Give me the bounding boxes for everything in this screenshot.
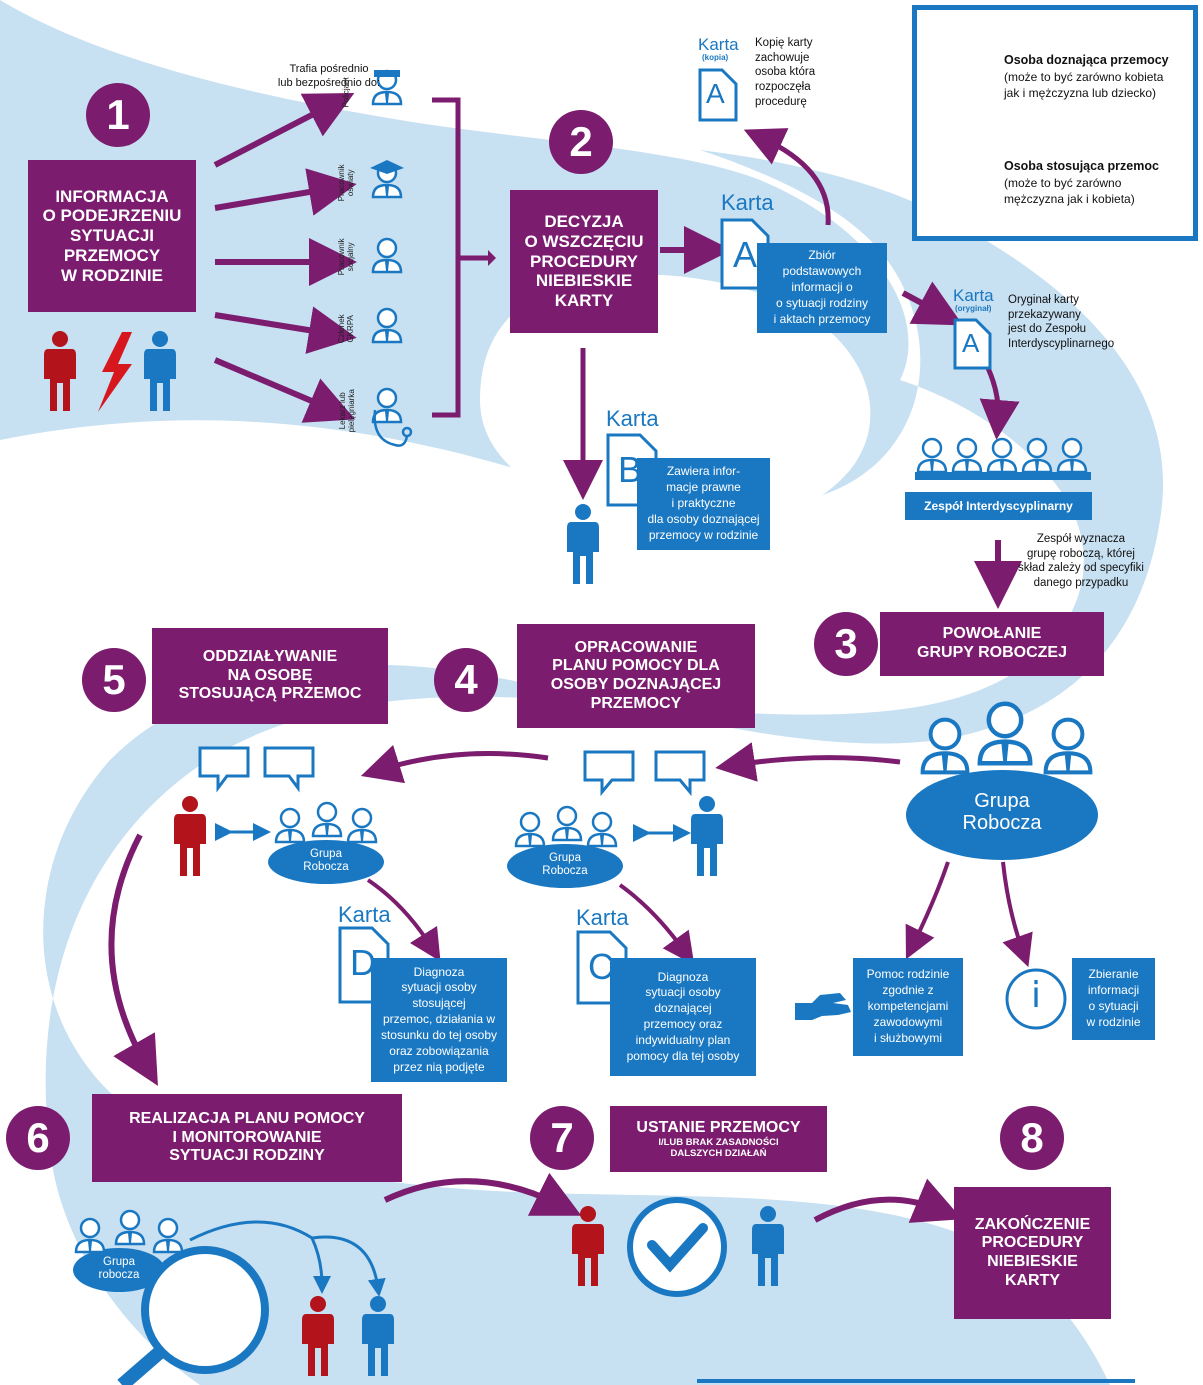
step-5-number: 5 bbox=[82, 648, 146, 712]
karta-d-label: Karta bbox=[338, 902, 391, 927]
karta-c-description: Diagnoza sytuacji osoby doznającej przem… bbox=[610, 958, 756, 1076]
victim-icon-s1 bbox=[144, 331, 176, 411]
zespol-members-icon bbox=[916, 437, 1088, 474]
grupa-s5-members-icon bbox=[274, 801, 378, 844]
step-3-number: 3 bbox=[814, 612, 878, 676]
magnifier-icon bbox=[117, 1246, 269, 1385]
grupa-s4-ellipse bbox=[507, 844, 623, 888]
step-1-box: INFORMACJA O PODEJRZENIU SYTUACJI PRZEMO… bbox=[28, 160, 196, 312]
step-7-box: USTANIE PRZEMOCY I/LUB BRAK ZASADNOŚCI D… bbox=[610, 1106, 827, 1172]
step-7-number: 7 bbox=[530, 1106, 594, 1170]
grupa-s6-ellipse bbox=[73, 1248, 165, 1292]
trafia-note: Trafia pośrednio lub bezpośrednio do: bbox=[277, 63, 381, 90]
lightning-icon bbox=[98, 332, 132, 412]
grupa-s4-members-icon bbox=[514, 805, 618, 848]
perpetrator-icon-s1 bbox=[44, 331, 76, 411]
victim-icon-s4 bbox=[691, 796, 723, 876]
legend-victim-text: Osoba doznająca przemocy (może to być za… bbox=[1004, 52, 1194, 101]
karta-oryginal-letter: A bbox=[962, 328, 980, 358]
grupa-big-label: Grupa Robocza bbox=[962, 790, 1042, 834]
step-8-box: ZAKOŃCZENIE PROCEDURY NIEBIESKIE KARTY bbox=[954, 1187, 1111, 1319]
roles-bracket bbox=[432, 97, 488, 418]
karta-b-label: Karta bbox=[606, 406, 659, 431]
speech-bubbles-s5 bbox=[198, 746, 315, 793]
info-icon-glyph: i bbox=[1030, 975, 1041, 1016]
karta-kopia-letter: A bbox=[706, 78, 725, 109]
gkrpa-icon bbox=[371, 307, 403, 344]
karta-kopia-sublabel: (kopia) bbox=[702, 53, 729, 62]
step-6-number: 6 bbox=[6, 1106, 70, 1170]
grupa-s6-members-icon bbox=[74, 1209, 184, 1254]
doctor-icon bbox=[371, 387, 413, 447]
perpetrator-icon-s6 bbox=[302, 1296, 334, 1376]
social-worker-icon bbox=[371, 237, 403, 274]
karta-a-letter: A bbox=[733, 234, 758, 275]
grupa-s5-label: Grupa Robocza bbox=[303, 848, 349, 873]
victim-icon-s7 bbox=[752, 1206, 784, 1286]
step-6-box: REALIZACJA PLANU POMOCY I MONITOROWANIE … bbox=[92, 1094, 402, 1182]
zespol-note: Zespół wyznacza grupę roboczą, której sk… bbox=[1018, 533, 1144, 590]
step-4-number: 4 bbox=[434, 648, 498, 712]
perpetrator-icon-s5 bbox=[174, 796, 206, 876]
grupa-big-members-icon bbox=[923, 704, 1091, 773]
pomoc-description: Pomoc rodzinie zgodnie z kompetencjami z… bbox=[853, 958, 963, 1056]
karta-a-description: Zbiór podstawowych informacji o o sytuac… bbox=[757, 243, 887, 333]
arrows-to-roles bbox=[213, 92, 357, 423]
step-2-number: 2 bbox=[549, 110, 613, 174]
zespol-label: Zespół Interdyscyplinarny bbox=[905, 492, 1092, 520]
legend-perpetrator-text: Osoba stosująca przemoc (może to być zar… bbox=[1004, 158, 1194, 207]
grupa-big-ellipse bbox=[906, 770, 1098, 860]
karta-oryginal-sublabel: (oryginał) bbox=[955, 304, 992, 313]
oryginal-note: Oryginał karty przekazywany jest do Zesp… bbox=[1008, 294, 1115, 351]
karta-b-description: Zawiera infor- macje prawne i praktyczne… bbox=[637, 458, 770, 550]
victim-icon-s6 bbox=[362, 1296, 394, 1376]
grupa-s4-label: Grupa Robocza bbox=[542, 852, 588, 877]
step-3-box: POWOŁANIE GRUPY ROBOCZEJ bbox=[880, 612, 1104, 676]
speech-bubbles-s4 bbox=[583, 750, 706, 797]
checkmark-icon bbox=[627, 1197, 727, 1297]
role-policjant: Policjant bbox=[341, 77, 351, 108]
karta-kopia-doc-icon bbox=[698, 68, 738, 122]
info-icon bbox=[1005, 968, 1067, 1030]
victim-icon-s2 bbox=[567, 504, 599, 584]
legend-victim-title: Osoba doznająca przemocy bbox=[1004, 53, 1169, 67]
legend-perpetrator-title: Osoba stosująca przemoc bbox=[1004, 159, 1159, 173]
karta-oryginal-label: Karta bbox=[953, 286, 994, 305]
karta-c-letter: C bbox=[588, 946, 614, 987]
karta-kopia-label: Karta bbox=[698, 35, 739, 54]
grupa-s5-ellipse bbox=[268, 840, 384, 884]
karta-c-label: Karta bbox=[576, 905, 629, 930]
info-description: Zbieranie informacji o sytuacji w rodzin… bbox=[1072, 958, 1155, 1040]
grupa-s6-label: Grupa robocza bbox=[98, 1256, 140, 1281]
hand-icon bbox=[795, 993, 851, 1020]
kopia-note: Kopię karty zachowuje osoba która rozpoc… bbox=[755, 37, 816, 108]
teacher-icon bbox=[370, 160, 404, 199]
perpetrator-icon-s7 bbox=[572, 1206, 604, 1286]
police-icon bbox=[371, 69, 403, 106]
step-2-box: DECYZJA O WSZCZĘCIU PROCEDURY NIEBIESKIE… bbox=[510, 190, 658, 333]
legend-box: Osoba doznająca przemocy (może to być za… bbox=[912, 5, 1198, 241]
karta-oryginal-doc-icon bbox=[953, 318, 992, 370]
step-8-number: 8 bbox=[1000, 1106, 1064, 1170]
karta-d-description: Diagnoza sytuacji osoby stosującej przem… bbox=[371, 958, 507, 1082]
step-4-box: OPRACOWANIE PLANU POMOCY DLA OSOBY DOZNA… bbox=[517, 624, 755, 728]
step-1-number: 1 bbox=[86, 83, 150, 147]
karta-a-label: Karta bbox=[721, 190, 774, 215]
step-5-box: ODDZIAŁYWANIE NA OSOBĘ STOSUJĄCĄ PRZEMOC bbox=[152, 628, 388, 724]
